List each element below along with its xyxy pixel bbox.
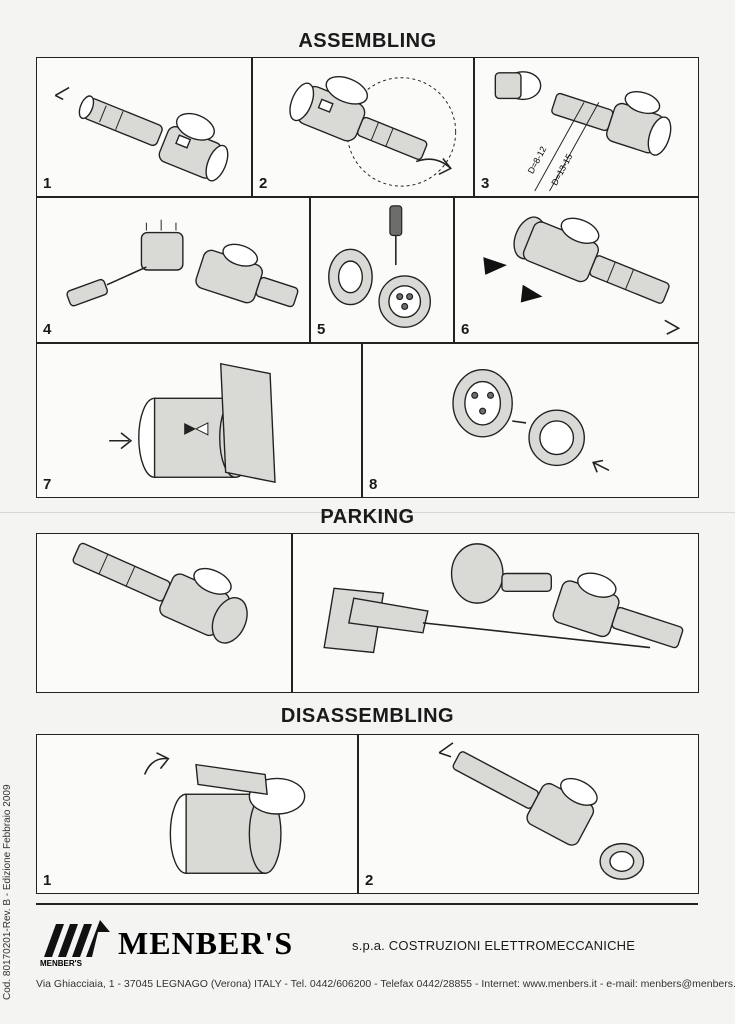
step-number: 5 (317, 321, 326, 338)
logo-mark: MENBER'S MENBER'S (40, 920, 293, 968)
connector-illustration: D=8-12 D=13-15 (494, 71, 672, 192)
connector-illustration (452, 368, 610, 473)
connector-illustration (54, 86, 229, 182)
assembling-step-2: 2 (252, 57, 474, 197)
assembling-step-4: 4 (36, 197, 310, 343)
connector-illustration (328, 205, 432, 328)
assembling-step-8: 8 (362, 343, 699, 498)
assembling-step-5: 5 (310, 197, 454, 343)
diameter-label-1: D=8-12 (526, 145, 549, 176)
menbers-logo: MENBER'S MENBER'S (38, 912, 328, 968)
logo-small-text: MENBER'S (40, 959, 83, 967)
company-name: s.p.a. COSTRUZIONI ELETTROMECCANICHE (352, 938, 636, 953)
step-number: 7 (43, 476, 52, 493)
connector-illustration (289, 75, 457, 187)
trailer-hitch-illustration (323, 543, 684, 654)
disassembling-step-1: 1 (36, 734, 358, 894)
assembling-step-7: 7 (36, 343, 362, 498)
assembling-step-6: 6 (454, 197, 699, 343)
connector-illustration (66, 219, 299, 308)
connector-illustration (143, 752, 306, 874)
disassembling-title: DISASSEMBLING (280, 705, 455, 727)
step-number: 2 (259, 175, 268, 192)
connector-illustration (72, 542, 248, 644)
parking-panel-1 (36, 533, 292, 693)
disassembling-step-2: 2 (358, 734, 699, 894)
footer-rule (36, 903, 698, 905)
step-number: 2 (365, 872, 374, 889)
step-number: 6 (461, 321, 470, 338)
assembling-step-3: D=8-12 D=13-15 3 (474, 57, 699, 197)
step-number: 8 (369, 476, 378, 493)
paper-fold (0, 512, 735, 513)
assembling-title: ASSEMBLING (298, 30, 437, 52)
assembling-step-1: 1 (36, 57, 252, 197)
step-number: 1 (43, 872, 52, 889)
step-number: 1 (43, 175, 52, 192)
step-number: 3 (481, 175, 490, 192)
document-code: Cod. 80170201-Rev. B - Edizione Febbraio… (2, 784, 13, 1000)
connector-illustration (438, 742, 645, 880)
company-address: Via Ghiacciaia, 1 - 37045 LEGNAGO (Veron… (36, 978, 735, 990)
connector-illustration (483, 216, 681, 335)
step-number: 4 (43, 321, 52, 338)
connector-illustration (109, 362, 276, 484)
parking-panel-2 (292, 533, 699, 693)
parking-title: PARKING (320, 506, 415, 528)
logo-text: MENBER'S (118, 925, 293, 961)
